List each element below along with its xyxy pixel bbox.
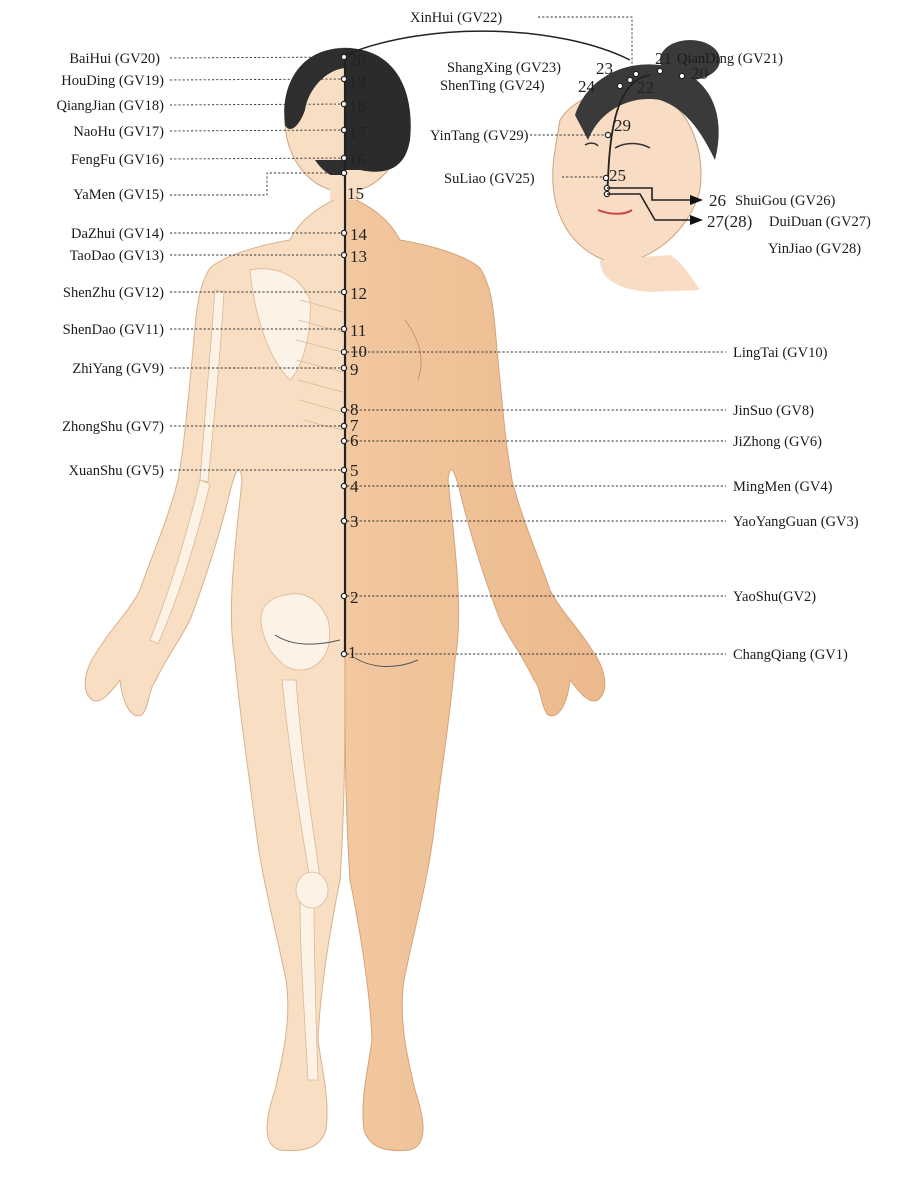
point-yaoshu: [341, 593, 346, 598]
num-20-face: 20: [691, 64, 708, 83]
left-label-column: BaiHui (GV20) HouDing (GV19) QiangJian (…: [56, 51, 164, 479]
knee-bone: [296, 872, 328, 908]
num-2: 2: [350, 588, 359, 607]
num-14: 14: [350, 225, 368, 244]
label-naohu: NaoHu (GV17): [73, 124, 164, 140]
num-4: 4: [350, 477, 359, 496]
fp-21: [657, 68, 662, 73]
point-mingmen: [341, 483, 346, 488]
point-lingtai: [341, 349, 346, 354]
point-gv3: [341, 518, 346, 523]
label-shuigou: ShuiGou (GV26): [735, 193, 835, 209]
num-9: 9: [350, 360, 359, 379]
fp-22: [627, 77, 632, 82]
point-baihui: [341, 54, 346, 59]
label-jizhong: JiZhong (GV6): [733, 434, 822, 450]
num-6: 6: [350, 431, 359, 450]
point-changqiang: [341, 651, 346, 656]
num-21: 21: [655, 49, 672, 68]
num-25: 25: [609, 166, 626, 185]
point-xuanshu: [341, 467, 346, 472]
point-zhiyang: [341, 365, 346, 370]
label-shendao: ShenDao (GV11): [63, 322, 165, 338]
label-zhongshu: ZhongShu (GV7): [62, 419, 164, 435]
label-fengfu: FengFu (GV16): [71, 152, 164, 168]
label-qiangjian: QiangJian (GV18): [56, 98, 164, 114]
num-23: 23: [596, 59, 613, 78]
label-houding: HouDing (GV19): [61, 73, 164, 89]
head-back: [284, 48, 410, 200]
label-mingmen: MingMen (GV4): [733, 479, 833, 495]
num-11: 11: [350, 321, 366, 340]
point-gv7: [341, 423, 346, 428]
label-xinhui: XinHui (GV22): [410, 10, 502, 26]
num-24: 24: [578, 77, 596, 96]
arrow-duiduan-head: [690, 215, 703, 225]
point-qiangjian: [341, 101, 346, 106]
fp-23: [633, 71, 638, 76]
point-jinsuo: [341, 407, 346, 412]
label-suliao: SuLiao (GV25): [444, 171, 535, 187]
num-16: 16: [349, 150, 366, 169]
label-yaoshu: YaoShu(GV2): [733, 589, 816, 605]
point-taodao: [341, 252, 346, 257]
point-naohu: [341, 127, 346, 132]
label-taodao: TaoDao (GV13): [70, 248, 165, 264]
num-17: 17: [349, 123, 367, 142]
num-15: 15: [347, 184, 364, 203]
num-27-28: 27(28): [707, 212, 752, 231]
body-right-half: [345, 195, 605, 1151]
label-yamen: YaMen (GV15): [73, 187, 164, 203]
label-shenting: ShenTing (GV24): [440, 78, 545, 94]
num-26: 26: [709, 191, 726, 210]
point-shendao: [341, 326, 346, 331]
neck-inset: [600, 255, 700, 292]
point-fengfu: [341, 155, 346, 160]
num-1: 1: [348, 643, 357, 662]
point-shenzhu: [341, 289, 346, 294]
num-10: 10: [350, 342, 367, 361]
label-dazhui: DaZhui (GV14): [71, 226, 164, 242]
label-shangxing: ShangXing (GV23): [447, 60, 561, 76]
label-lingtai: LingTai (GV10): [733, 345, 828, 361]
label-baihui: BaiHui (GV20): [69, 51, 160, 67]
point-houding: [341, 76, 346, 81]
num-18: 18: [349, 97, 366, 116]
fp-25: [603, 175, 608, 180]
num-20: 20: [349, 50, 366, 69]
num-29: 29: [614, 116, 631, 135]
fp-29: [605, 132, 610, 137]
num-19: 19: [349, 72, 366, 91]
num-13: 13: [350, 247, 367, 266]
label-zhiyang: ZhiYang (GV9): [72, 361, 164, 377]
right-label-column: LingTai (GV10) JinSuo (GV8) JiZhong (GV6…: [733, 345, 859, 663]
point-dazhui: [341, 230, 346, 235]
fp-20: [679, 73, 684, 78]
num-12: 12: [350, 284, 367, 303]
label-changqiang: ChangQiang (GV1): [733, 647, 848, 663]
label-yaoyangguan: YaoYangGuan (GV3): [733, 514, 859, 530]
head-connector-line: [345, 31, 630, 60]
num-3: 3: [350, 512, 359, 531]
num-22: 22: [637, 78, 654, 97]
point-jizhong: [341, 438, 346, 443]
label-xuanshu: XuanShu (GV5): [69, 463, 165, 479]
point-yamen: [341, 170, 346, 175]
fp-24: [617, 83, 622, 88]
label-yinjiao: YinJiao (GV28): [768, 241, 861, 257]
label-duiduan: DuiDuan (GV27): [769, 214, 871, 230]
label-shenzhu: ShenZhu (GV12): [63, 285, 164, 301]
label-jinsuo: JinSuo (GV8): [733, 403, 814, 419]
label-yintang: YinTang (GV29): [430, 128, 529, 144]
